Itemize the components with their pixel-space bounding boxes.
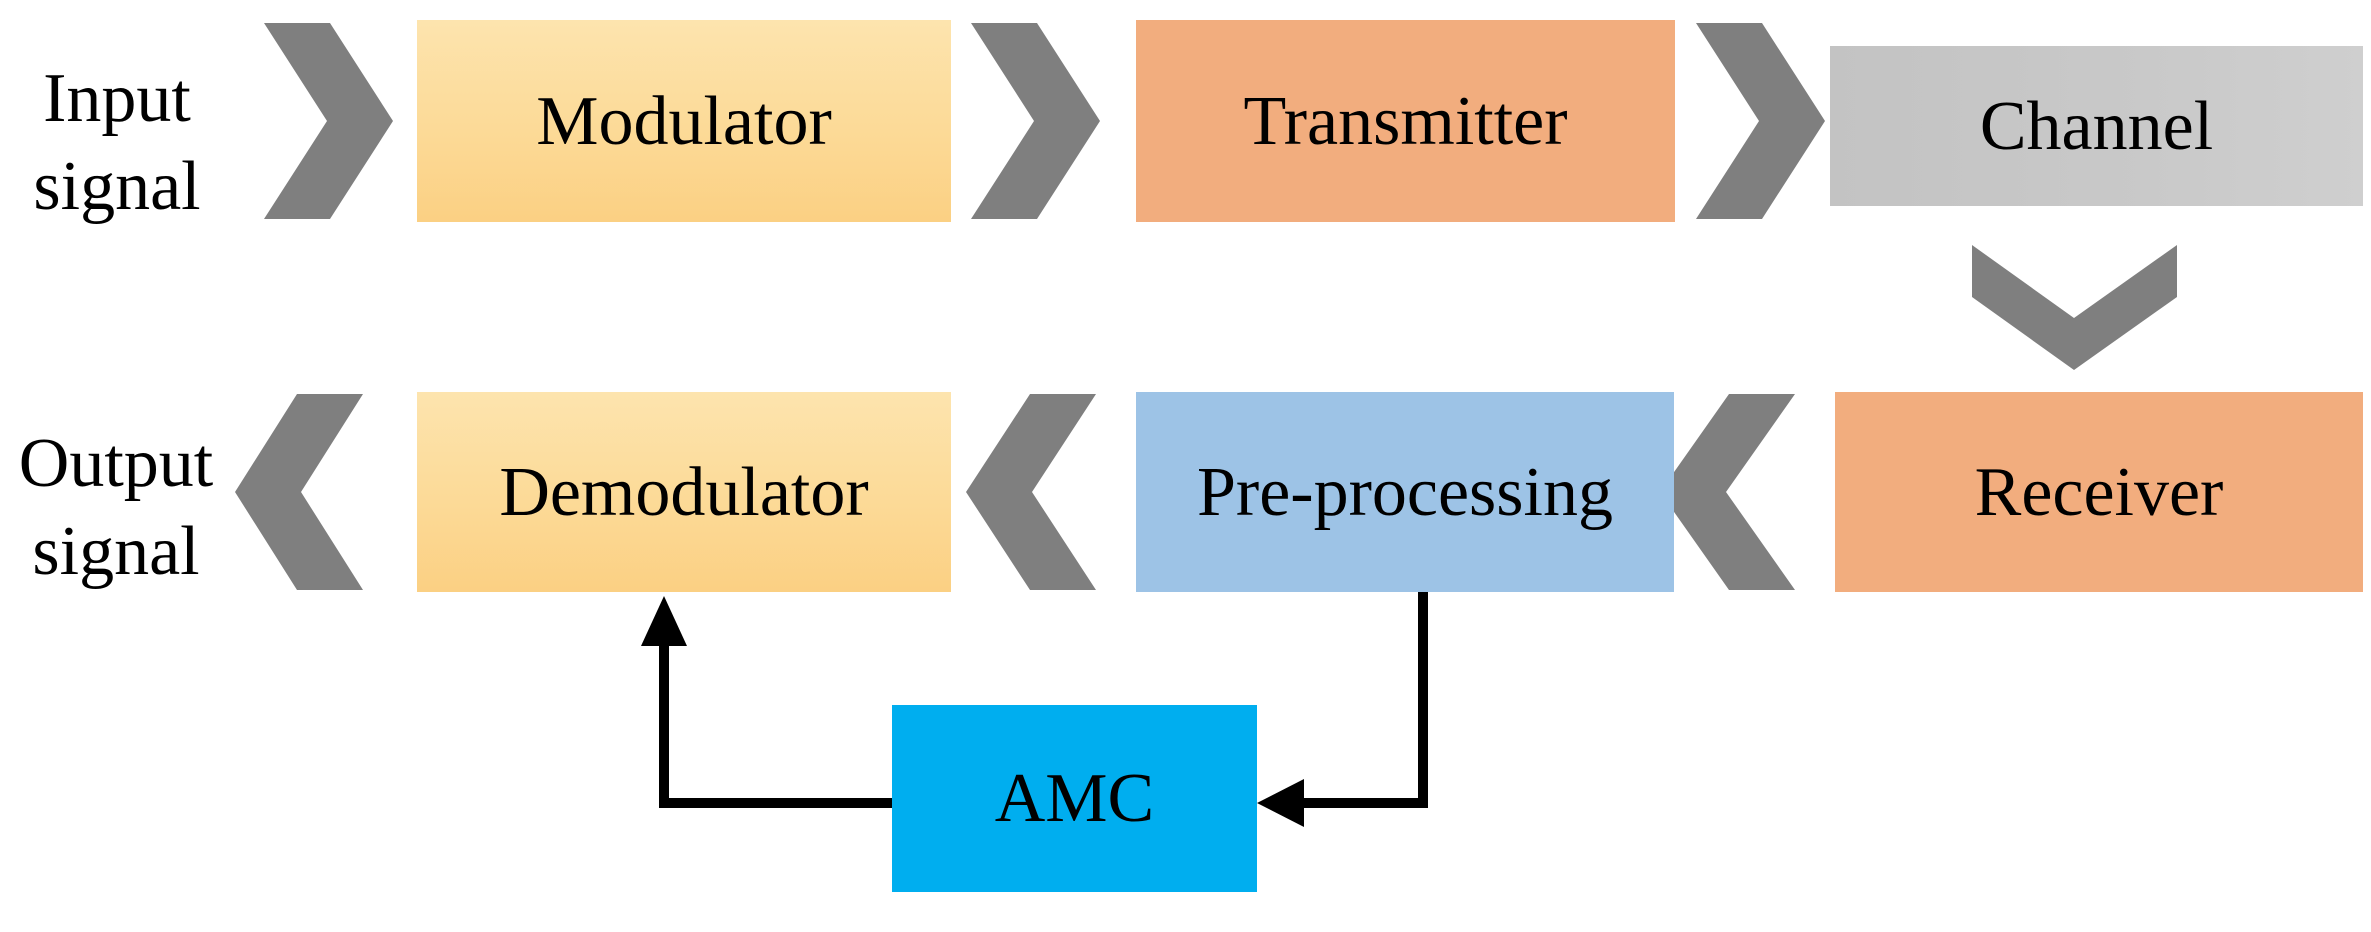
modulator-label: Modulator: [536, 82, 832, 160]
chevron-right-icon: [1696, 23, 1825, 219]
transmitter-label: Transmitter: [1243, 82, 1568, 160]
edge-preprocessing-to-amc: [1300, 592, 1428, 808]
chevron-left-icon: [235, 394, 363, 590]
output-signal-label: Output signal: [18, 425, 214, 590]
channel-label: Channel: [1979, 87, 2214, 165]
arrowhead-left-icon: [1257, 779, 1304, 827]
demodulator-block: Demodulator: [417, 392, 951, 592]
pre-processing-label: Pre-processing: [1196, 453, 1613, 531]
chevron-right-icon: [264, 23, 393, 219]
transmitter-block: Transmitter: [1136, 20, 1675, 222]
receiver-label: Receiver: [1974, 453, 2224, 531]
edge-amc-to-demodulator: [659, 640, 892, 808]
amc-label: AMC: [994, 760, 1155, 837]
demodulator-label: Demodulator: [499, 453, 869, 531]
chevron-left-icon: [1660, 394, 1795, 590]
modulator-block: Modulator: [417, 20, 951, 222]
receiver-block: Receiver: [1835, 392, 2363, 592]
amc-block: AMC: [892, 705, 1257, 892]
chevron-right-icon: [971, 23, 1100, 219]
chevron-left-icon: [966, 394, 1096, 590]
arrowhead-up-icon: [641, 596, 687, 646]
channel-block: Channel: [1830, 46, 2363, 206]
input-signal-label: Input signal: [33, 60, 201, 225]
chevron-down-icon: [1972, 245, 2177, 370]
pre-processing-block: Pre-processing: [1136, 392, 1674, 592]
